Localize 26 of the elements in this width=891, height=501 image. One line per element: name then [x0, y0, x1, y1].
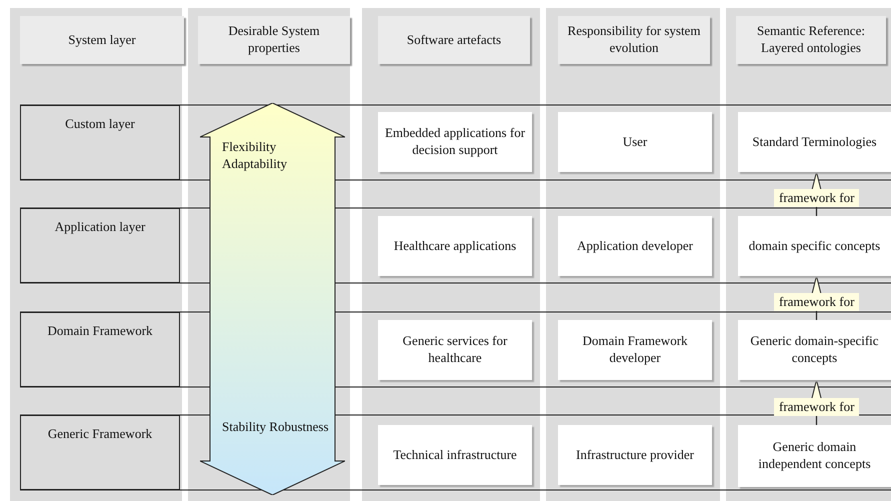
layer-box: Domain Framework [20, 312, 180, 387]
column-header: Software artefacts [378, 16, 530, 64]
process-box: User [558, 112, 712, 172]
column-header: Desirable System properties [198, 16, 350, 64]
edge-label: framework for [774, 398, 860, 416]
process-box: Generic domain independent concepts [738, 425, 891, 487]
layer-box: Generic Framework [20, 415, 180, 490]
process-box: Application developer [558, 216, 712, 276]
process-box: domain specific concepts [738, 216, 891, 276]
column-header: Responsibility for system evolution [558, 16, 710, 64]
process-box: Infrastructure provider [558, 425, 712, 485]
property-label: Stability Robustness [222, 419, 330, 436]
process-box: Generic services for healthcare [378, 320, 532, 380]
column-header: Semantic Reference: Layered ontologies [736, 16, 886, 64]
column-header: System layer [20, 16, 184, 64]
edge-label: framework for [774, 189, 860, 207]
process-box: Generic domain-specific concepts [738, 320, 891, 380]
process-box: Standard Terminologies [738, 112, 891, 172]
process-box: Technical infrastructure [378, 425, 532, 485]
edge-label: framework for [774, 293, 860, 311]
process-box: Domain Framework developer [558, 320, 712, 380]
property-label: Flexibility Adaptability [222, 139, 288, 173]
layer-box: Application layer [20, 208, 180, 283]
process-box: Healthcare applications [378, 216, 532, 276]
layer-box: Custom layer [20, 105, 180, 180]
process-box: Embedded applications for decision support [378, 112, 532, 172]
